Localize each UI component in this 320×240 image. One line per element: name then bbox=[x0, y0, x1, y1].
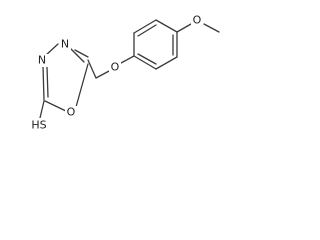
bond-ch2-o bbox=[95, 69, 112, 79]
bond-n1-c5 bbox=[74, 49, 89, 58]
bond-ar6-ar1 bbox=[133, 55, 157, 70]
atom-ring-oxygen-label: O bbox=[67, 106, 76, 119]
bond-ar-ome bbox=[176, 23, 192, 33]
chemical-structure: N N O HS O O bbox=[28, 14, 220, 132]
bond-n2-c2-a bbox=[42, 65, 45, 101]
bond-ar2-ar3 bbox=[133, 19, 157, 34]
bond-o-ring-aryl bbox=[120, 55, 135, 64]
atom-n2-label: N bbox=[38, 54, 46, 67]
bond-ar-inner-1 bbox=[137, 24, 157, 37]
bond-ar5-ar6 bbox=[155, 56, 178, 70]
atom-methoxy-oxygen-label: O bbox=[193, 14, 202, 27]
atom-thiol-label: HS bbox=[31, 119, 46, 132]
bond-n1-c5-inner bbox=[68, 46, 85, 63]
bond-n2-c2-b bbox=[46, 66, 49, 98]
bond-c5-ch2 bbox=[87, 59, 97, 79]
bond-o-ch3 bbox=[203, 23, 220, 33]
bond-ar-inner-3 bbox=[137, 53, 157, 65]
bond-c2-s bbox=[39, 100, 45, 119]
bond-ar3-ar4 bbox=[155, 19, 178, 33]
bond-o-ring-c5 bbox=[75, 63, 89, 108]
atom-n1-label: N bbox=[61, 38, 69, 51]
bond-c2-o-ring bbox=[44, 100, 69, 113]
atom-ether-oxygen-label: O bbox=[111, 61, 120, 74]
